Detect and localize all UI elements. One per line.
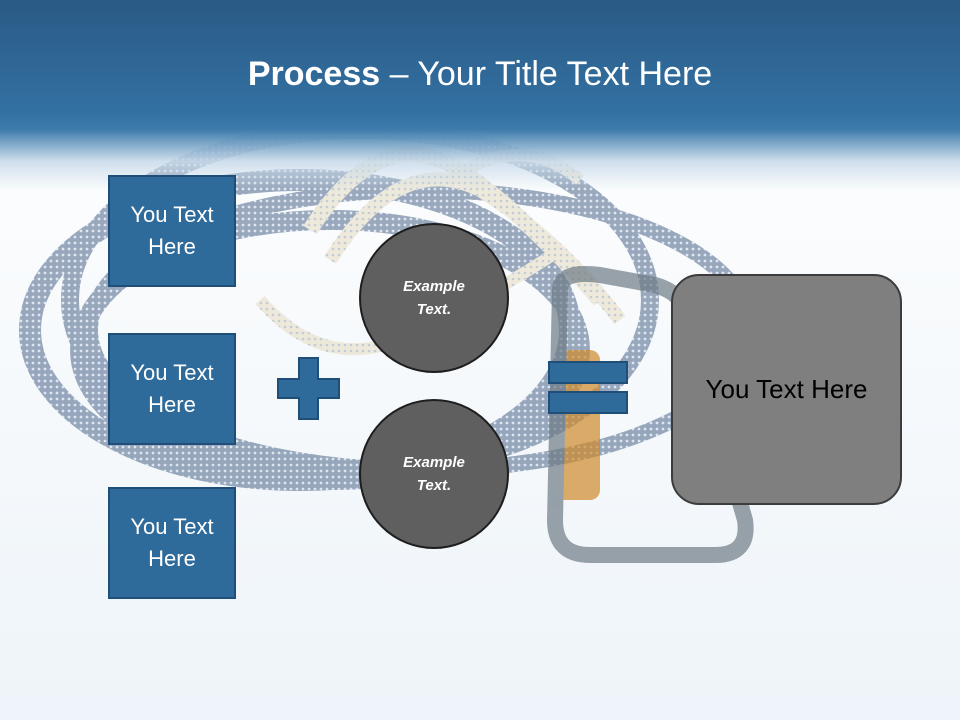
input-box-2: You Text Here [108,333,236,445]
input-box-2-label: You Text Here [130,360,214,417]
equals-icon [548,361,628,414]
example-circle-1: Example Text. [359,223,509,373]
input-box-1: You Text Here [108,175,236,287]
input-box-1-label: You Text Here [130,202,214,259]
input-box-3-label: You Text Here [130,514,214,571]
example-circle-2: Example Text. [359,399,509,549]
result-box: You Text Here [671,274,902,505]
slide-title: Process – Your Title Text Here [0,50,960,98]
example-circle-1-label: Example Text. [403,278,465,318]
input-box-3: You Text Here [108,487,236,599]
title-bold-part: Process [247,55,381,93]
title-rest-part: – Your Title Text Here [380,55,713,93]
header-band [0,0,960,190]
example-circle-2-label: Example Text. [403,454,465,494]
plus-icon [277,357,340,420]
result-box-label: You Text Here [705,374,868,404]
